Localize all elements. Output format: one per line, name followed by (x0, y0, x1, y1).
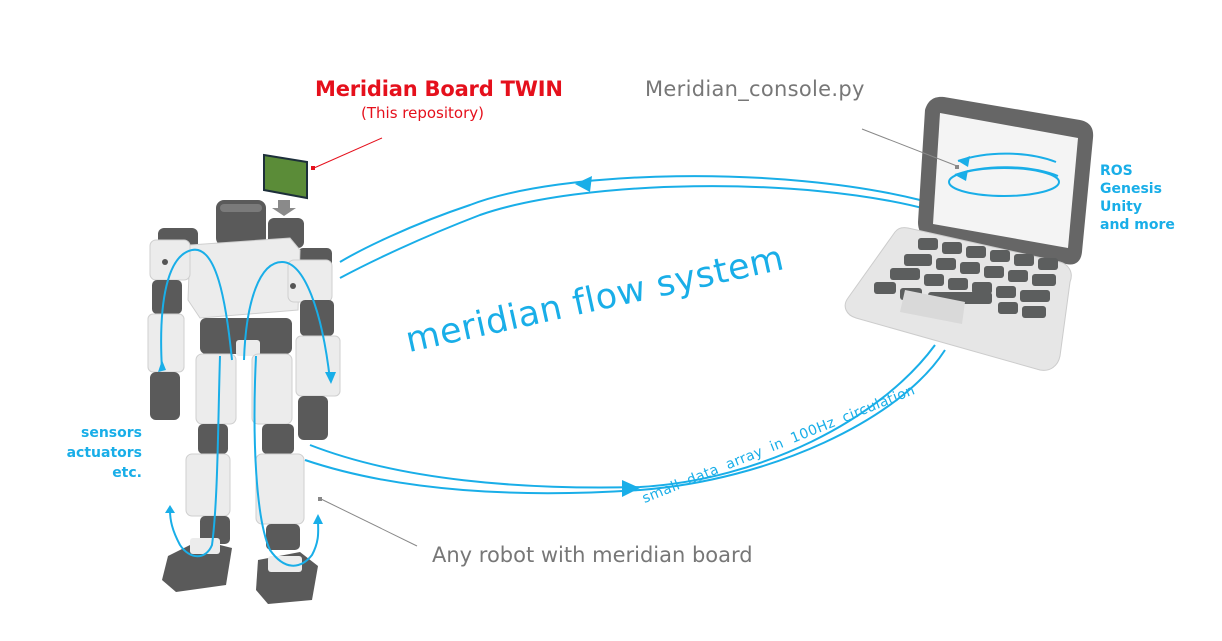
board-subtitle: (This repository) (361, 104, 484, 122)
console-label: Meridian_console.py (645, 77, 865, 101)
tool-item: Genesis (1100, 181, 1162, 197)
board-callout-line (313, 137, 383, 169)
upper-flow-lines (339, 175, 931, 279)
any-robot-label: Any robot with meridian board (432, 543, 753, 567)
lower-flow-line-2 (304, 349, 946, 495)
tools-list: ROS Genesis Unity and more (1100, 162, 1175, 234)
screen-loop-icon (948, 152, 1060, 197)
sensors-list: sensors actuators etc. (60, 423, 142, 483)
robot-callout-dot (318, 497, 322, 501)
robot-callout-line (320, 498, 418, 547)
upper-flow-line-1 (339, 175, 921, 263)
sensor-item: sensors (81, 425, 142, 441)
tool-item: and more (1100, 217, 1175, 233)
console-callout-dot (955, 165, 959, 169)
lower-flow-lines (304, 344, 946, 497)
sensor-item: actuators (66, 445, 142, 461)
lower-flow-arrowhead (622, 480, 640, 497)
board-title: Meridian Board TWIN (315, 77, 563, 101)
robot-internal-flows (158, 248, 336, 567)
tool-item: Unity (1100, 199, 1142, 215)
laptop-illustration (844, 96, 1094, 371)
sensor-item: etc. (112, 465, 142, 481)
tool-item: ROS (1100, 163, 1133, 179)
upper-flow-line-2 (339, 185, 931, 279)
lower-flow-line-1 (309, 344, 936, 489)
board-callout-dot (311, 166, 315, 170)
console-callout-line (861, 128, 958, 167)
meridian-board-icon (263, 153, 308, 200)
upper-flow-arrowhead (575, 176, 592, 192)
insert-arrow-icon (272, 200, 296, 216)
